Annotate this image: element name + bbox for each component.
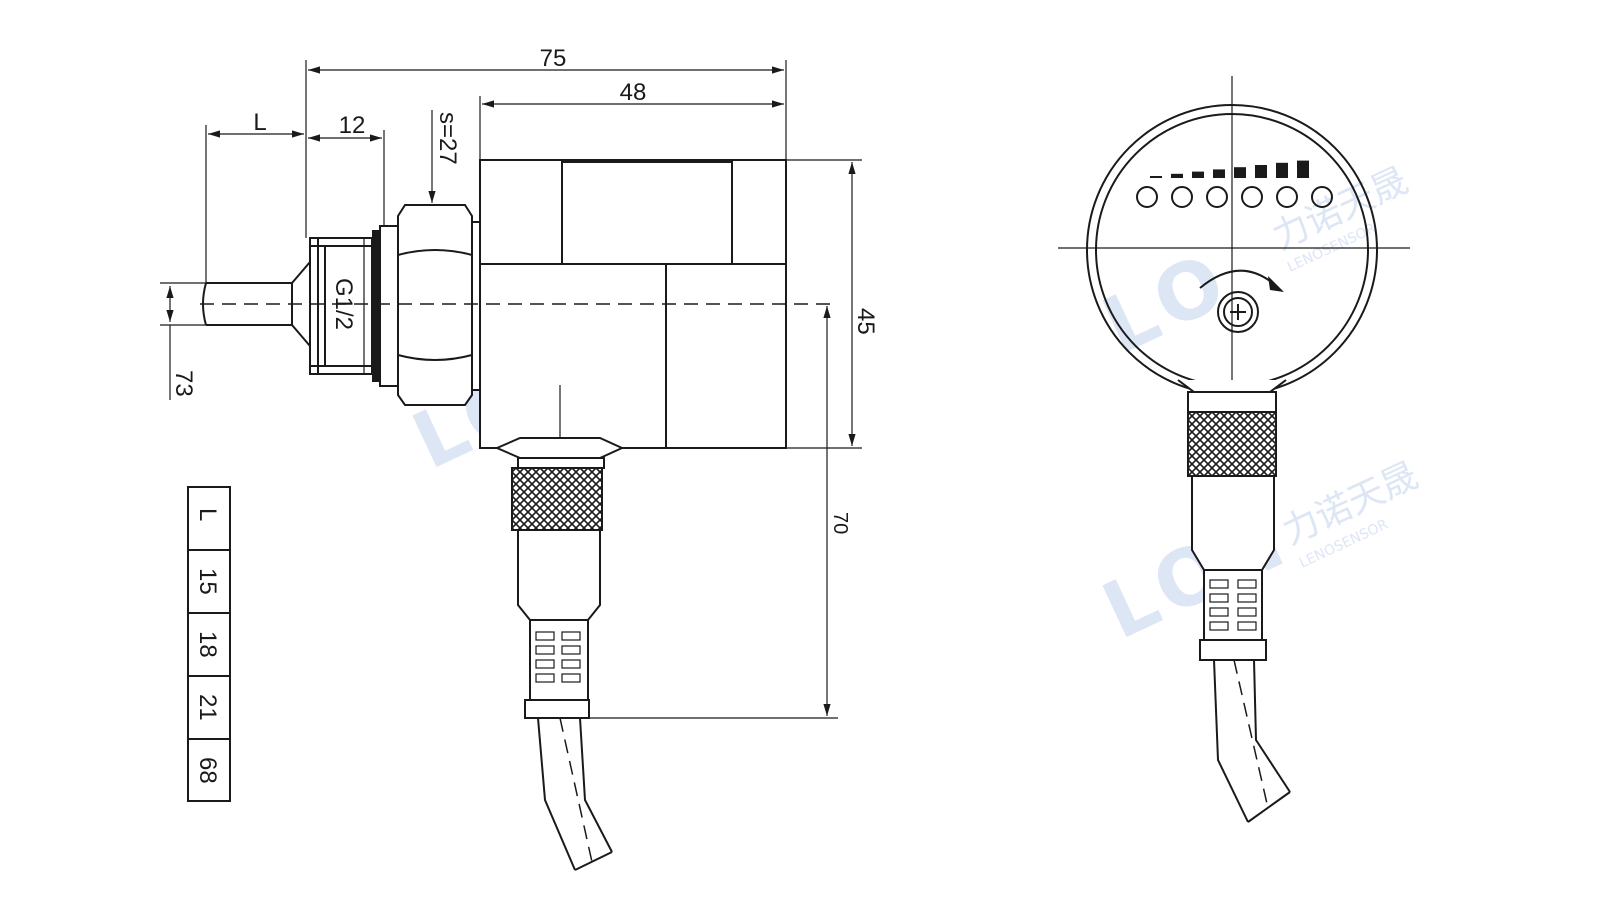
dim-probe-diameter-label: 73 xyxy=(170,370,197,397)
dim-connector-height-label: 70 xyxy=(829,512,851,534)
table-cell: 18 xyxy=(194,631,221,658)
table-cell: 21 xyxy=(194,694,221,721)
dim-thread-length: 12 xyxy=(308,112,385,226)
dim-body-height-label: 45 xyxy=(852,308,879,335)
led-indicator xyxy=(1171,186,1193,208)
cable-connector xyxy=(494,437,625,719)
length-table: L 15 18 21 68 xyxy=(187,486,231,802)
led-indicator-row xyxy=(1136,186,1333,208)
front-view xyxy=(1058,76,1410,823)
led-indicator xyxy=(1276,186,1298,208)
adjust-screw-icon xyxy=(1217,291,1259,333)
table-cell: 15 xyxy=(194,568,221,595)
level-bar xyxy=(1255,165,1267,178)
side-view: 75 48 L 12 s=27 G1/2 xyxy=(160,45,879,871)
hex-nut xyxy=(397,204,481,406)
arrow-head-icon xyxy=(1268,276,1284,292)
led-indicator xyxy=(1311,186,1333,208)
dim-overall-length: 75 xyxy=(305,45,787,238)
table-cell: 68 xyxy=(194,757,221,784)
dim-overall-label: 75 xyxy=(540,45,567,72)
cable xyxy=(537,717,613,871)
level-bar xyxy=(1171,173,1183,178)
led-indicator xyxy=(1241,186,1263,208)
dim-wrench-size: s=27 xyxy=(428,110,461,203)
led-indicator xyxy=(1206,186,1228,208)
dim-probe-label: L xyxy=(253,109,266,136)
thread-spec-label: G1/2 xyxy=(330,278,357,330)
level-bar xyxy=(1297,160,1309,178)
dim-probe-diameter: 73 xyxy=(160,282,206,400)
dim-body-height: 45 xyxy=(786,159,879,449)
dim-wrench-label: s=27 xyxy=(434,112,461,165)
level-bar-graph xyxy=(1150,160,1309,178)
dim-body-length: 48 xyxy=(479,79,784,160)
dim-connector-height: 70 xyxy=(589,306,851,719)
level-bar xyxy=(1276,162,1288,178)
level-bar xyxy=(1192,171,1204,178)
front-connector-grip xyxy=(1209,579,1257,631)
dim-probe-length: L xyxy=(205,109,304,283)
table-header: L xyxy=(194,508,221,521)
adjust-arrow-icon xyxy=(1199,269,1276,289)
led-indicator xyxy=(1136,186,1158,208)
level-bar xyxy=(1234,167,1246,178)
dim-thread-label: 12 xyxy=(339,112,366,139)
thread-section xyxy=(309,225,399,387)
level-bar xyxy=(1150,176,1162,178)
dim-body-label: 48 xyxy=(620,79,647,106)
level-bar xyxy=(1213,169,1225,178)
connector-grip xyxy=(535,631,581,683)
